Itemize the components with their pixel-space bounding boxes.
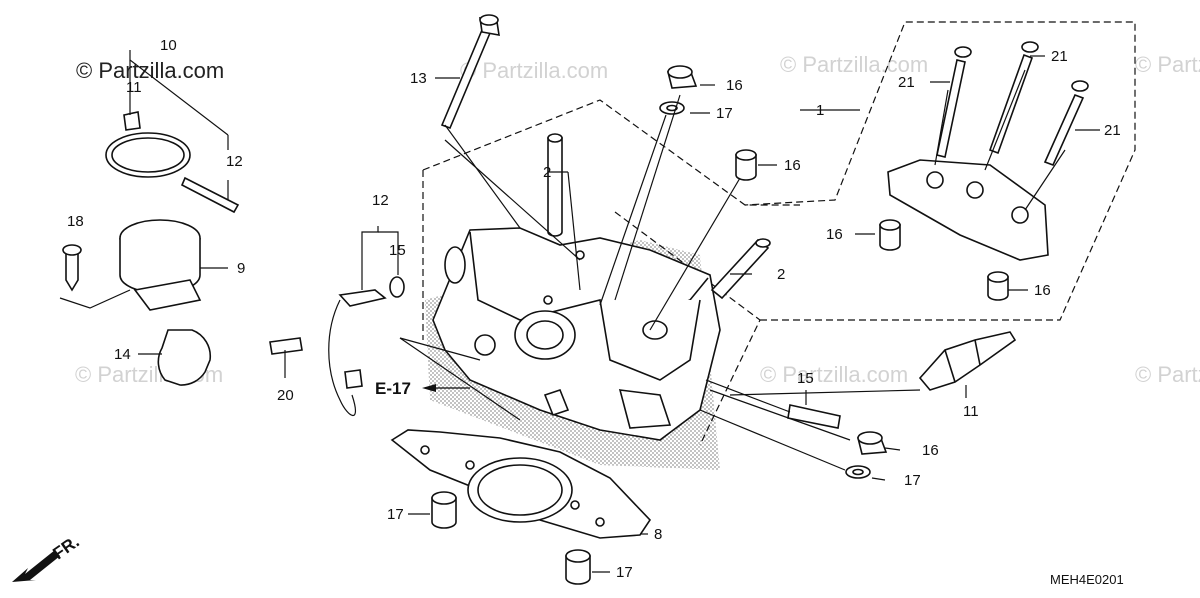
- callout-14: 15: [389, 242, 406, 259]
- watermark: © Partzilla.com: [1135, 52, 1200, 77]
- front-direction: FR.: [12, 532, 83, 582]
- camshaft-holder: [879, 159, 1049, 301]
- callout-21: 21: [1104, 122, 1121, 139]
- reference-arrow: E-17: [375, 379, 436, 398]
- callout-8: 12: [372, 192, 389, 209]
- callout-11: 16: [726, 77, 743, 94]
- assembly-outlines: [422, 21, 1136, 446]
- reference-label: E-17: [375, 379, 411, 398]
- callout-7: 11: [963, 403, 979, 420]
- diagram-code: MEH4E0201: [1050, 572, 1124, 587]
- callout-21: 21: [1051, 48, 1068, 65]
- callout-10: 13: [410, 70, 427, 87]
- callout-16: 16: [826, 226, 843, 243]
- watermark: © Partzilla.com: [780, 52, 928, 77]
- stud-15: [787, 404, 841, 429]
- front-arrow-icon: [12, 550, 60, 582]
- cylinder-head: [432, 227, 721, 441]
- callout-2: 2: [543, 164, 551, 181]
- intake-insulator: [62, 111, 240, 386]
- dowel-pins: [431, 491, 591, 585]
- callout-1: 1: [816, 102, 824, 119]
- callout-16: 16: [784, 157, 801, 174]
- callout-11: 16: [922, 442, 939, 459]
- brand-logo-text: © Partzilla.com: [76, 58, 224, 83]
- callout-labels: 10 11 12 18 9 14 12 15 20 13 2 2 16 17 1…: [67, 37, 1121, 581]
- watermark: © Partzilla.com: [1135, 362, 1200, 387]
- callout-6: 11: [126, 79, 142, 96]
- dowel-16: [735, 149, 757, 181]
- nuts-and-washers: [659, 65, 888, 479]
- callout-2: 2: [777, 266, 785, 283]
- watermark: © Partzilla.com: [760, 362, 908, 387]
- callout-20: 21: [898, 74, 915, 91]
- callout-4: 9: [237, 260, 245, 277]
- callout-19: 20: [277, 387, 294, 404]
- head-bolt: [440, 14, 500, 130]
- sensor-assembly: [269, 276, 405, 416]
- watermark: © Partzilla.com: [460, 58, 608, 83]
- callout-5: 10: [160, 37, 177, 54]
- leader-lines: [59, 50, 1100, 573]
- callout-16: 16: [1034, 282, 1051, 299]
- stud-bolts: [547, 133, 771, 300]
- callout-9: 12: [226, 153, 243, 170]
- callout-17: 17: [387, 506, 404, 523]
- callout-17: 17: [616, 564, 633, 581]
- callout-3: 8: [654, 526, 662, 543]
- head-gasket: [390, 429, 652, 539]
- spark-plug: [918, 331, 1017, 391]
- callout-12: 17: [904, 472, 921, 489]
- callout-13: 14: [114, 346, 131, 363]
- callout-15: 15: [797, 370, 814, 387]
- callout-18: 18: [67, 213, 84, 230]
- callout-12: 17: [716, 105, 733, 122]
